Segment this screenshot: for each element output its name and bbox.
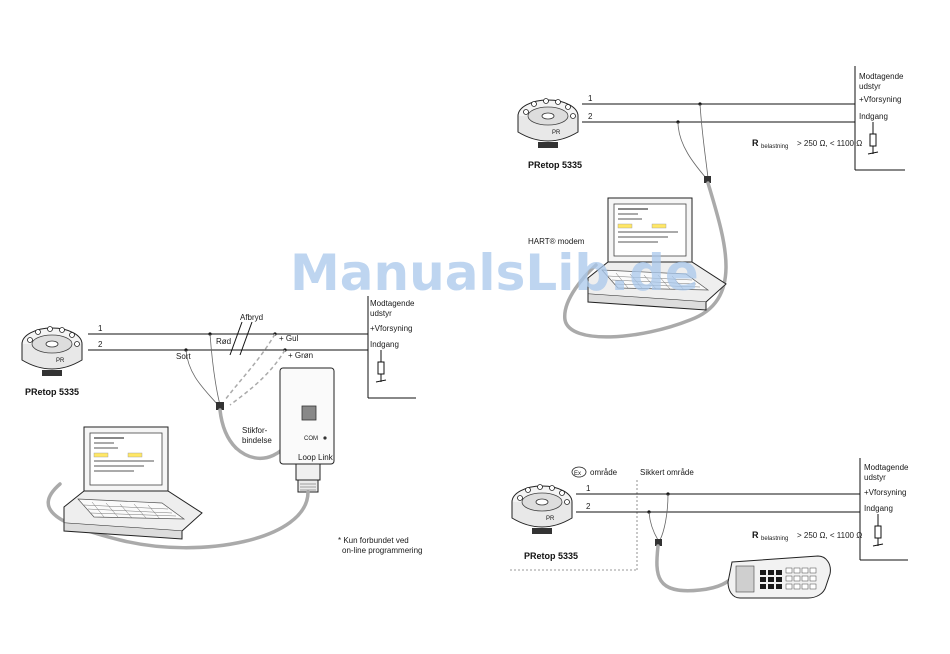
plug-icon [216,402,224,410]
laptop-icon [63,426,203,540]
footnote-line-1: * Kun forbundet ved [338,536,409,545]
input-label: Indgang [370,340,399,349]
wire-1-label: 1 [98,324,103,333]
wire-2-label: 2 [98,340,103,349]
disconnect-label: Afbryd [240,313,263,322]
receiver-label-2: udstyr [864,473,886,482]
bottom-right-diagram: Ex område Sikkert område PRetop 5335 1 2 [510,458,909,599]
receiver-label-1: Modtagende [370,299,415,308]
resistor-icon [375,349,387,383]
load-range: > 250 Ω, < 1100 Ω [797,139,862,148]
ex-zone-label: område [590,468,618,477]
supply-label: +Vforsyning [370,324,412,333]
wire-1-label: 1 [586,484,591,493]
black-wire-label: Sort [176,352,191,361]
ex-symbol: Ex [574,471,581,477]
yellow-wire-label: + Gul [279,334,299,343]
serial-adapter [295,463,321,481]
load-range: > 250 Ω, < 1100 Ω [797,531,862,540]
transmitter-icon [517,98,579,149]
top-right-diagram: PRetop 5335 1 2 HART® modem Modtagende u… [517,66,905,339]
handheld-plug-icon [655,539,662,546]
load-subscript: belastning [761,144,788,150]
modem-plug-icon [704,176,711,183]
supply-label: +Vforsyning [864,488,906,497]
transmitter-icon [21,326,83,377]
transmitter-icon [511,484,573,535]
wire-1-label: 1 [588,94,593,103]
modem-label: HART® modem [528,237,585,246]
watermark: ManualsLib.de [290,244,699,302]
handheld-communicator-icon [727,555,831,599]
receiver-label-2: udstyr [859,82,881,91]
com-port-icon [323,436,327,440]
load-symbol: R [752,530,759,540]
load-symbol: R [752,138,759,148]
footnote-line-2: on-line programmering [342,546,422,555]
device-label: PRetop 5335 [25,387,79,397]
pc-cable [46,482,310,550]
input-label: Indgang [859,112,888,121]
ex-zone-icon [571,466,587,478]
red-wire-label: Rød [216,337,231,346]
modem-cable [563,181,728,339]
input-label: Indgang [864,504,893,513]
supply-label: +Vforsyning [859,95,901,104]
device-label: PRetop 5335 [528,160,582,170]
receiver-label-1: Modtagende [864,463,909,472]
resistor-icon [867,121,879,155]
loop-link-label: Loop Link [298,453,334,462]
resistor-icon [872,513,884,547]
wire-2-label: 2 [586,502,591,511]
safe-zone-label: Sikkert område [640,468,694,477]
receiver-label-2: udstyr [370,309,392,318]
device-label: PRetop 5335 [524,551,578,561]
wire-2-label: 2 [588,112,593,121]
receiver-label-1: Modtagende [859,72,904,81]
left-diagram: PRetop 5335 1 2 Afbryd Rød + Gul Sort + … [21,296,422,555]
com-port-label: COM [304,436,318,442]
plug-label-2: bindelse [242,436,272,445]
load-subscript: belastning [761,536,788,542]
plug-label-1: Stikfor- [242,426,268,435]
handheld-cable [655,544,738,593]
green-wire-label: + Grøn [288,351,313,360]
